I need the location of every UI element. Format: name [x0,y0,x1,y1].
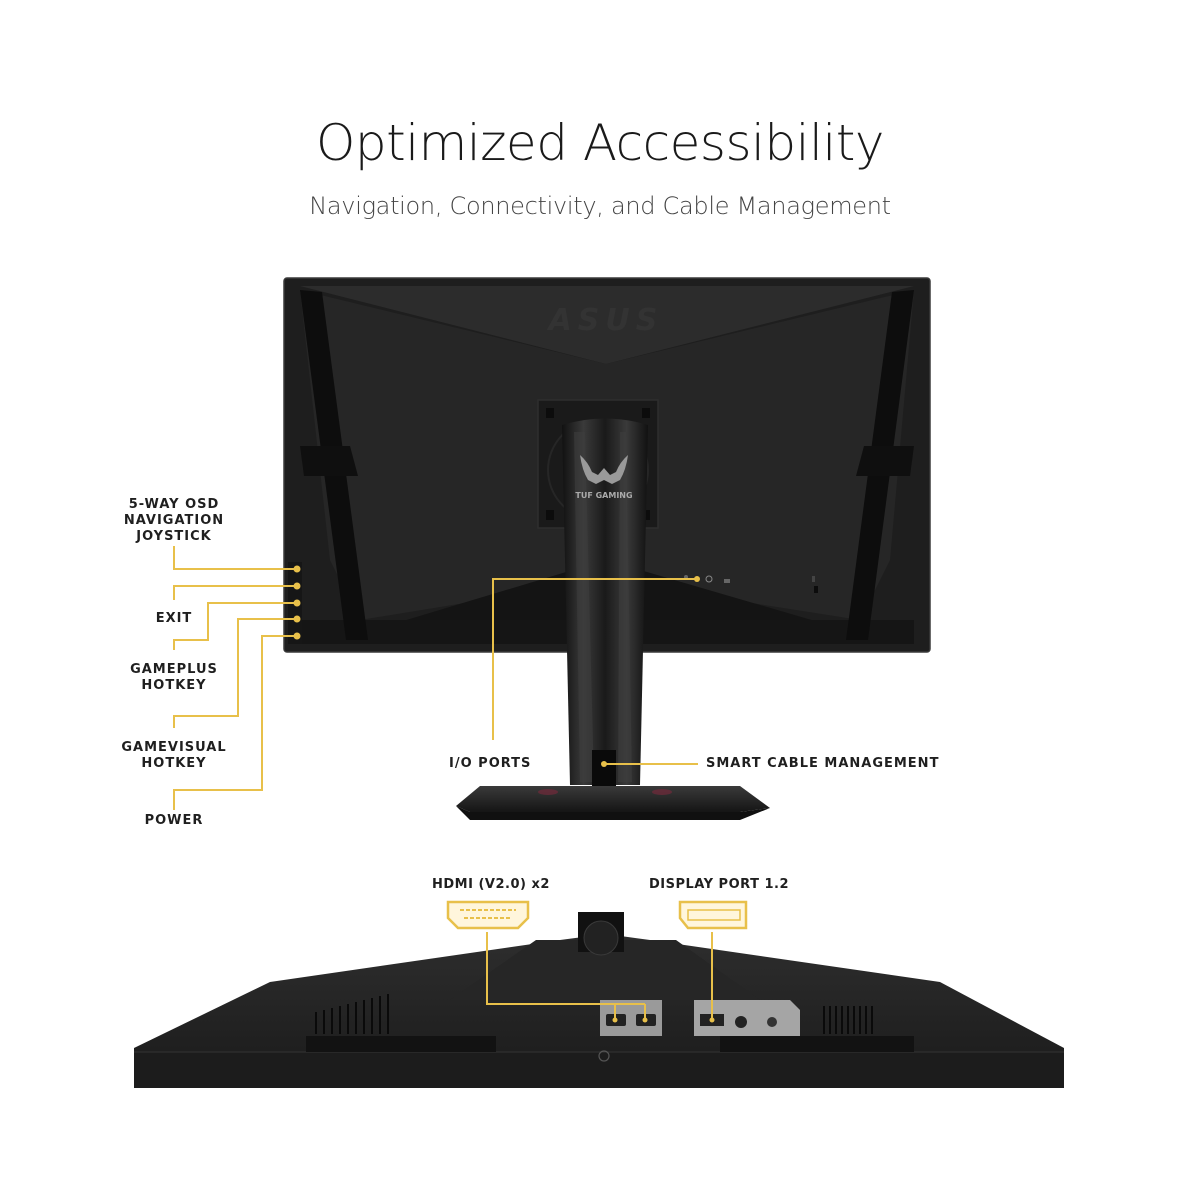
io-ports-callout-line [492,576,700,740]
callout-hdmi: HDMI (V2.0) x2 [432,877,550,892]
callout-power: POWER [104,813,244,829]
osd-callout-lines [173,546,297,810]
cable-management-callout-line [601,761,698,767]
displayport-callout-line [709,932,715,1023]
displayport-icon [678,900,748,930]
monitor-stand: TUF GAMING [456,418,770,820]
page-title: Optimized Accessibility [316,114,885,172]
callout-exit: EXIT [104,611,244,627]
svg-text:TUF GAMING: TUF GAMING [575,491,632,500]
asus-logo: ASUS [547,303,664,338]
callout-gamevisual-line1: GAMEVISUAL [121,740,227,755]
callout-osd-joystick-line1: 5-WAY OSD [128,497,220,512]
callout-power-line1: POWER [144,813,204,828]
callout-displayport: DISPLAY PORT 1.2 [649,877,789,892]
page-subtitle: Navigation, Connectivity, and Cable Mana… [309,192,891,220]
callout-smart-cable-management: SMART CABLE MANAGEMENT [706,756,940,771]
callout-exit-line1: EXIT [155,611,193,626]
monitor-bottom-view [134,912,1064,1088]
callout-gameplus-hotkey: GAMEPLUS HOTKEY [104,662,244,694]
callout-osd-joystick-line2: NAVIGATION [123,513,225,528]
hdmi-port-icon [446,900,530,930]
tuf-gaming-logo: TUF GAMING [575,455,633,500]
callout-osd-joystick-line3: JOYSTICK [136,529,212,544]
hdmi-callout-line [486,932,648,1023]
callout-osd-joystick: 5-WAY OSD NAVIGATION JOYSTICK [104,497,244,545]
callout-gamevisual-hotkey: GAMEVISUAL HOTKEY [104,740,244,772]
callout-gamevisual-line2: HOTKEY [141,756,207,771]
callout-gameplus-line1: GAMEPLUS [130,662,218,677]
callout-gameplus-line2: HOTKEY [141,678,207,693]
callout-io-ports: I/O PORTS [449,756,532,771]
